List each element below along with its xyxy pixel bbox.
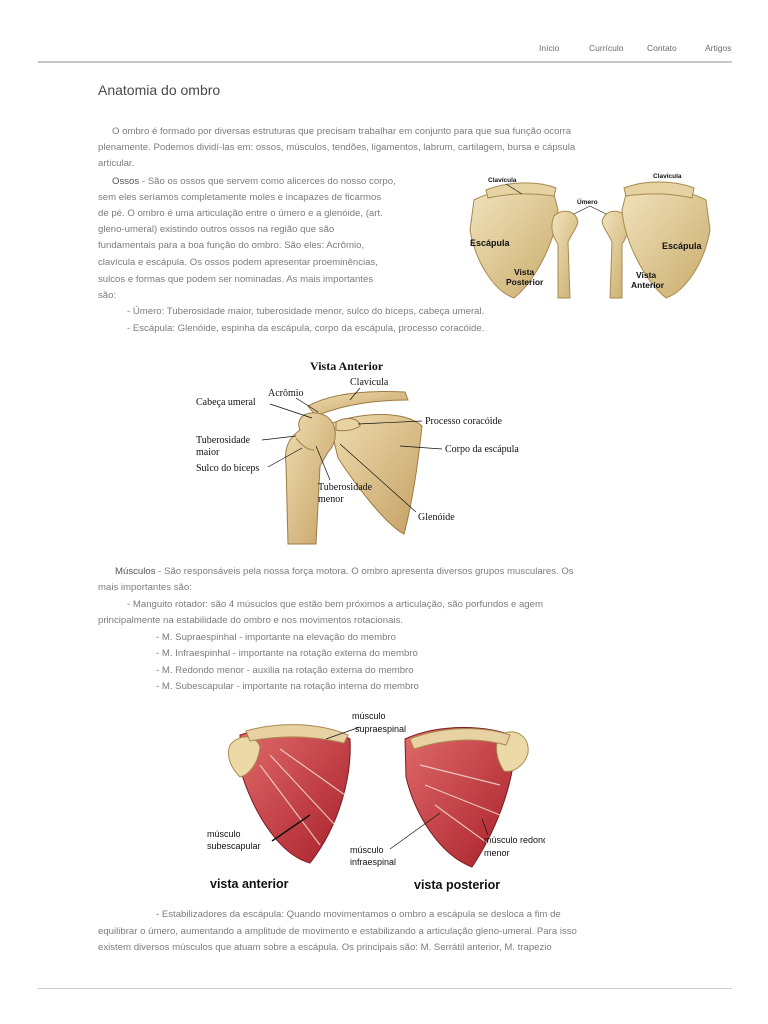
figure3-label-infraespinal: músculo [350,845,384,855]
figure3-label-redondo-menor: menor [484,848,510,858]
ossos-line: clavícula e escápula. Os ossos podem apr… [98,257,378,268]
figure3-label-subescapular: músculo [207,829,241,839]
shoulder-anterior-labeled-image: Vista Anterior Acrômio Clavícula Cabeça … [196,359,519,545]
intro-line: plenamente. Podemos dividí-las em: ossos… [98,142,576,153]
figure3-label-redondo-menor: músculo redondo [484,835,545,845]
figure1-label-vista-posterior: Posterior [506,277,544,287]
figure2-label-glenoide: Glenóide [418,512,455,523]
muscle-list-item: - M. Infraespinhal - importante na rotaç… [156,648,418,659]
scapula-views-image: Clavícula Clavícula Úmero Escápula Escáp… [469,173,711,299]
figure1-label-escapula-left: Escápula [470,238,511,248]
musculos-line: principalmente na estabilidade do ombro … [98,615,404,626]
page-title: Anatomia do ombro [98,82,221,98]
musculos-line: Músculos - São responsáveis pela nossa f… [115,566,574,577]
rotator-cuff-muscles-image: músculo supraespinal músculo subescapula… [207,711,545,892]
figure2-label-cabeca-umeral: Cabeça umeral [196,397,256,408]
nav-link-artigos[interactable]: Artigos [705,43,732,53]
ossos-line: de pé. O ombro é uma articulação entre o… [98,208,383,219]
figure3-label-vista-anterior: vista anterior [210,877,289,891]
ossos-bullet: - Escápula: Glenóide, espinha da escápul… [127,323,485,334]
figure3-label-supraespinal: músculo [352,711,386,721]
estabilizadores-line: - Estabilizadores da escápula: Quando mo… [156,909,561,920]
figure3-label-infraespinal: infraespinal [350,857,396,867]
musculos-line: mais importantes são: [98,582,192,593]
figure2-label-sulco-biceps: Sulco do bíceps [196,463,259,474]
ossos-line: Ossos - São os ossos que servem como ali… [112,176,396,187]
nav-link-contato[interactable]: Contato [647,43,677,53]
figure2-label-tuberosidade-menor: menor [318,494,344,505]
ossos-line: fundamentais para a boa função do ombro.… [98,240,365,251]
figure1-label-clavicula-right: Clavícula [653,173,682,180]
figure2-title: Vista Anterior [310,359,384,373]
figure1-label-escapula-right: Escápula [662,241,703,251]
footer-divider [38,988,732,989]
header-divider [38,61,732,63]
musculos-line: - Manguito rotador: são 4 músuclos que e… [127,599,543,610]
estabilizadores-line: existem diversos músculos que atuam sobr… [98,942,552,953]
figure2-label-tuberosidade-maior: maior [196,447,220,458]
figure1-label-vista-anterior: Vista [636,270,656,280]
ossos-line: sem eles seríamos completamente moles e … [98,192,382,203]
ossos-line: são: [98,290,117,301]
nav-link-inicio[interactable]: Início [539,43,560,53]
ossos-label: Ossos [112,176,140,187]
ossos-bullet: - Úmero: Tuberosidade maior, tuberosidad… [127,306,485,317]
estabilizadores-line: equilibrar o úmero, aumentando a amplitu… [98,926,577,937]
top-navigation: Início Currículo Contato Artigos [0,0,768,62]
figure1-label-umero: Úmero [577,197,598,206]
figure1-label-vista-anterior: Anterior [631,280,665,290]
figure3-label-subescapular: subescapular [207,841,261,851]
figure2-label-tuberosidade-maior: Tuberosidade [196,435,251,446]
figure1-label-vista-posterior: Vista [514,267,534,277]
ossos-line: sulcos e formas que podem ser nominadas.… [98,274,374,285]
figure2-label-processo-coracoide: Processo coracóide [425,416,502,427]
figure3-label-supraespinal: supraespinal [355,724,406,734]
ossos-line: gleno-umeral) existindo outros ossos na … [98,224,335,235]
figure2-label-acromio: Acrômio [268,388,304,399]
musculos-label: Músculos [115,566,156,577]
figure2-label-corpo-escapula: Corpo da escápula [445,444,519,455]
muscle-list-item: - M. Redondo menor - auxilia na rotação … [156,665,414,676]
figure1-label-clavicula-left: Clavícula [488,177,517,184]
nav-link-curriculo[interactable]: Currículo [589,43,624,53]
figure3-label-vista-posterior: vista posterior [414,878,500,892]
figure2-label-tuberosidade-menor: Tuberosidade [318,482,373,493]
intro-line: O ombro é formado por diversas estrutura… [112,126,572,137]
muscle-list-item: - M. Supraespinhal - importante na eleva… [156,632,396,643]
intro-line: articular. [98,158,135,169]
figure2-label-clavicula: Clavícula [350,377,389,388]
muscle-list-item: - M. Subescapular - importante na rotaçã… [156,681,419,692]
